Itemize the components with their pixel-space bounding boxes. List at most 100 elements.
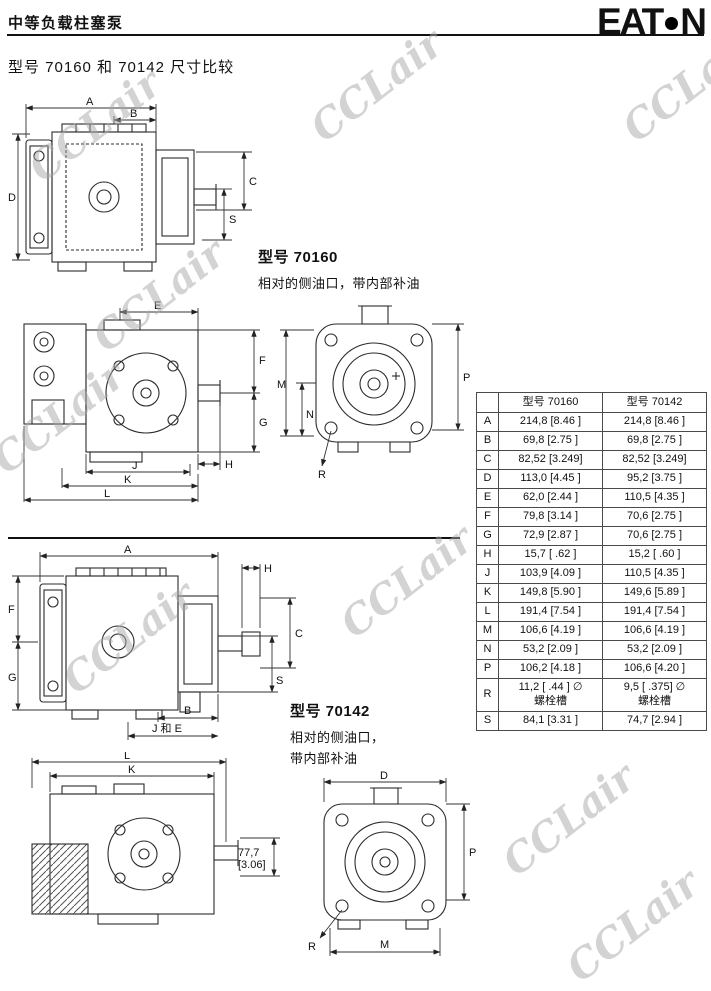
value-70160: 84,1 [3.31 ]: [498, 710, 603, 731]
dim-label-C: C: [295, 628, 303, 640]
value-70160: 15,7 [ .62 ]: [498, 545, 603, 565]
drawing-70142-front-view: D P M R: [308, 770, 476, 956]
dim-label-C: C: [249, 176, 257, 188]
value-70160: 62,0 [2.44 ]: [498, 488, 603, 508]
value-70142: 82,52 [3.249]: [602, 450, 707, 470]
model-70160-description: 相对的侧油口，带内部补油: [258, 276, 421, 291]
dim-label-G: G: [8, 672, 17, 684]
value-70142: 69,8 [2.75 ]: [602, 431, 707, 451]
value-70160: 11,2 [ .44 ] ∅ 螺栓槽: [498, 678, 603, 712]
dim-label-D: D: [380, 770, 388, 782]
dim-label-B: B: [184, 705, 191, 717]
dim-label-F: F: [8, 604, 15, 616]
dim-letter: R: [476, 678, 499, 712]
dim-letter: S: [476, 710, 499, 731]
dimension-labels: A H C S F G B J 和 E: [8, 544, 303, 735]
dim-letter: G: [476, 526, 499, 546]
dim-label-N: N: [306, 409, 314, 421]
drawing-70160-side-view: A B C D S: [8, 96, 257, 272]
value-70160: 191,4 [7.54 ]: [498, 602, 603, 622]
dim-letter: C: [476, 450, 499, 470]
dimension-labels: E F G H J K L: [104, 300, 268, 500]
value-70160: 106,6 [4.19 ]: [498, 621, 603, 641]
value-70142: 110,5 [4.35 ]: [602, 488, 707, 508]
dim-label-A: A: [124, 544, 132, 556]
dimension-labels: D P M R: [308, 770, 476, 953]
drawing-70160-side-view-2: E F G H J K L: [23, 300, 268, 503]
value-70160: 106,2 [4.18 ]: [498, 659, 603, 679]
dim-label-H: H: [264, 563, 272, 575]
dim-label-H: H: [225, 459, 233, 471]
value-70142: 149,6 [5.89 ]: [602, 583, 707, 603]
drawing-70160-front-view: M N P R: [277, 305, 470, 481]
dim-label-A: A: [86, 96, 94, 108]
pump-outline: [31, 783, 239, 925]
dim-letter: K: [476, 583, 499, 603]
dim-note-77-7-line1: 77,7: [238, 847, 259, 859]
dim-letter: J: [476, 564, 499, 584]
watermark: CCLair: [331, 515, 483, 648]
value-70142: 191,4 [7.54 ]: [602, 602, 707, 622]
pump-outline: [23, 319, 221, 463]
value-70142: 110,5 [4.35 ]: [602, 564, 707, 584]
dim-letter: B: [476, 431, 499, 451]
dimension-lines: [12, 104, 252, 261]
pump-outline: [25, 123, 217, 272]
column-header-70160: 型号 70160: [498, 392, 603, 413]
model-70142-caption: 型号 70142 相对的侧油口， 带内部补油: [290, 700, 385, 767]
dimension-lines: [23, 308, 260, 503]
dim-label-M: M: [277, 379, 286, 391]
dim-label-R: R: [318, 469, 326, 481]
value-70142: 9,5 [ .375] ∅ 螺栓槽: [602, 678, 707, 712]
dim-label-L: L: [124, 752, 130, 762]
value-70160: 214,8 [8.46 ]: [498, 412, 603, 432]
dim-letter: F: [476, 507, 499, 527]
model-70160-title: 型号 70160: [258, 249, 338, 266]
dim-letter: H: [476, 545, 499, 565]
dim-label-L: L: [104, 488, 110, 500]
pump-outline: [323, 787, 447, 930]
dim-letter: A: [476, 412, 499, 432]
drawing-70142-side-view-2: L K 77,7 [3.06]: [31, 752, 280, 925]
dim-label-J: J: [132, 460, 138, 472]
dimension-labels: L K 77,7 [3.06]: [124, 752, 266, 871]
section-divider: [8, 537, 460, 539]
eaton-logo-dot-icon: [665, 17, 679, 30]
header-rule: [7, 34, 704, 36]
model-70142-title: 型号 70142: [290, 703, 370, 720]
dim-letter: M: [476, 621, 499, 641]
model-70160-caption: 型号 70160 相对的侧油口，带内部补油: [258, 246, 420, 292]
dim-letter: D: [476, 469, 499, 489]
eaton-logo: EAT N: [597, 1, 707, 43]
dim-column-header: [476, 392, 499, 413]
dim-label-P: P: [469, 847, 476, 859]
value-70142: 95,2 [3.75 ]: [602, 469, 707, 489]
column-header-70142: 型号 70142: [602, 392, 707, 413]
value-70160: 113,0 [4.45 ]: [498, 469, 603, 489]
value-70160: 79,8 [3.14 ]: [498, 507, 603, 527]
dimension-labels: M N P R: [277, 372, 470, 481]
pump-outline: [315, 305, 433, 453]
dim-label-D: D: [8, 192, 16, 204]
dim-letter: L: [476, 602, 499, 622]
value-70142: 70,6 [2.75 ]: [602, 507, 707, 527]
model-70142-description-line2: 带内部补油: [290, 751, 358, 766]
model-70142-description-line1: 相对的侧油口，: [290, 730, 385, 745]
value-70160: 72,9 [2.87 ]: [498, 526, 603, 546]
dim-label-K: K: [124, 474, 132, 486]
drawing-70142-side-view: A H C S F G B J 和 E: [8, 544, 303, 740]
